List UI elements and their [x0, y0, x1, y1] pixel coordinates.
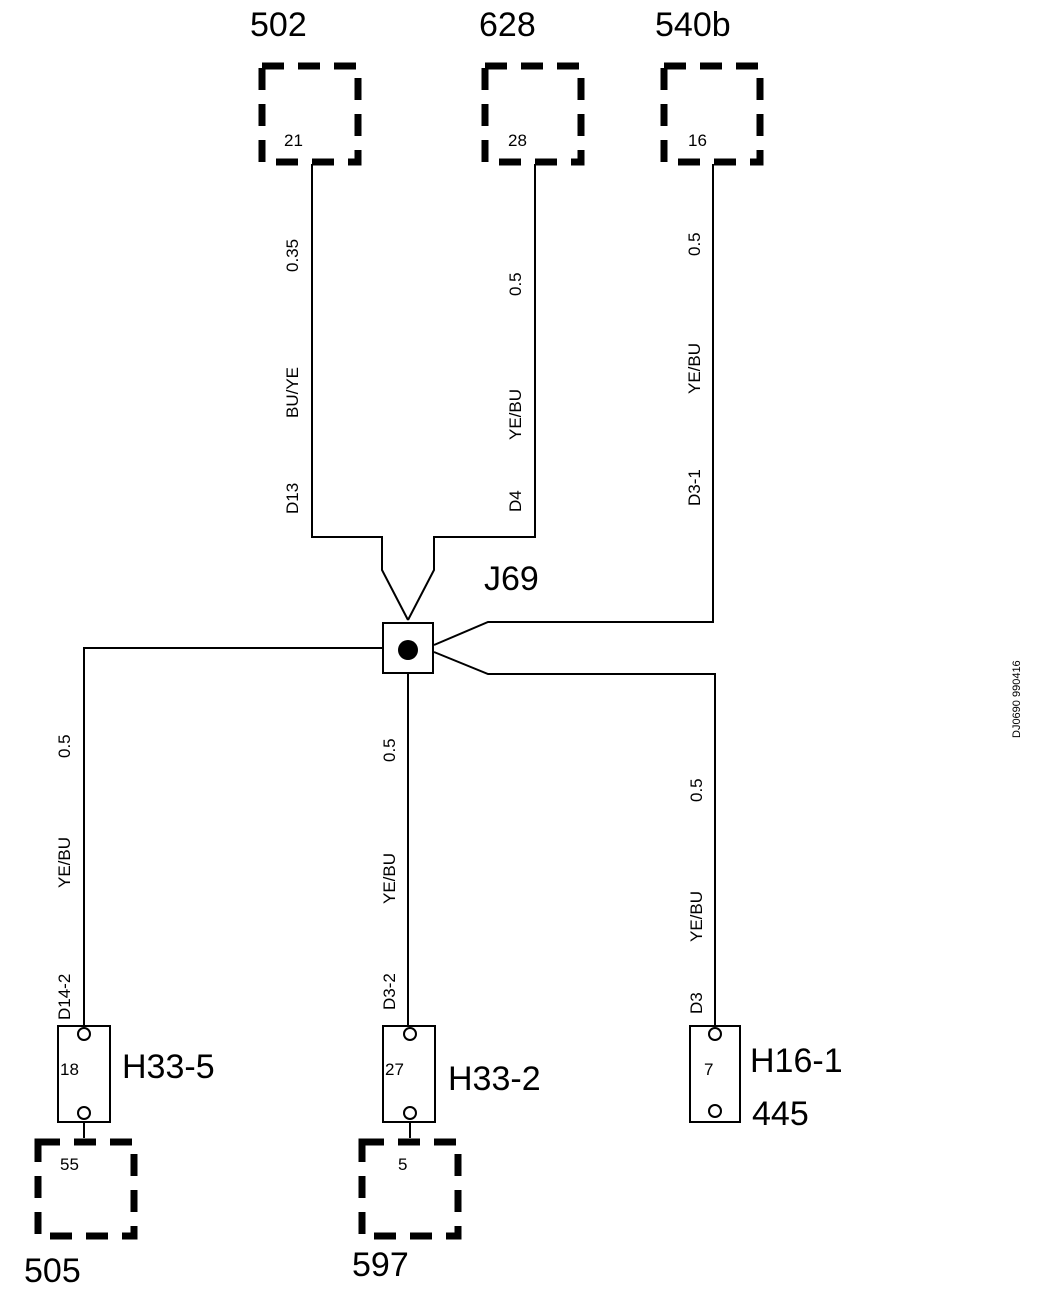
wire-labels-h33-5: 0.5 YE/BU D14-2: [55, 734, 74, 1020]
wire-labels-628: 0.5 YE/BU D4: [506, 272, 525, 512]
connector-h16-1: 7 H16-1 445: [689, 1025, 843, 1133]
connector-h33-2-pin: 27: [385, 1060, 404, 1079]
module-502-box: [258, 62, 362, 166]
connector-h33-5-pin: 18: [60, 1060, 79, 1079]
wire-h33-5: [83, 647, 408, 1030]
wires: [83, 164, 716, 1138]
wire-540b-gauge: 0.5: [685, 232, 704, 256]
wire-h33-2-id: D3-2: [380, 973, 399, 1010]
module-505-box: [34, 1138, 138, 1240]
wire-540b-id: D3-1: [685, 469, 704, 506]
module-502-label: 502: [250, 6, 307, 44]
connector-h16-1-pin-bottom: [708, 1104, 722, 1118]
wire-h33-2-color: YE/BU: [380, 853, 399, 904]
module-628: 628 28: [479, 6, 585, 166]
wire-h33-5-color: YE/BU: [55, 837, 74, 888]
wire-502-gauge: 0.35: [283, 239, 302, 272]
wire-540b: [433, 164, 714, 646]
connector-h33-5: 18 H33-5: [57, 1025, 215, 1123]
module-505-label: 505: [24, 1252, 81, 1290]
module-502-pin: 21: [284, 131, 303, 150]
connector-h33-2-label: H33-2: [448, 1060, 541, 1098]
wire-labels-h16-1: 0.5 YE/BU D3: [687, 778, 706, 1014]
wire-h16-1-color: YE/BU: [687, 891, 706, 942]
wire-502: [311, 164, 409, 621]
connector-h33-5-label: H33-5: [122, 1048, 215, 1086]
module-597-pin: 5: [398, 1155, 407, 1174]
module-628-pin: 28: [508, 131, 527, 150]
connector-h33-2-pin-top: [403, 1027, 417, 1041]
connector-h33-2: 27 H33-2: [382, 1025, 541, 1123]
wire-628-id: D4: [506, 490, 525, 512]
wire-h33-2-gauge: 0.5: [380, 738, 399, 762]
wire-540b-color: YE/BU: [685, 343, 704, 394]
wire-labels-540b: 0.5 YE/BU D3-1: [685, 232, 704, 506]
connector-h33-5-pin-top: [77, 1027, 91, 1041]
wire-h16-1-gauge: 0.5: [687, 778, 706, 802]
module-540b-box: [660, 62, 764, 166]
connector-h16-1-pin-top: [708, 1027, 722, 1041]
connector-h33-2-pin-bottom: [403, 1106, 417, 1120]
module-540b: 540b 16: [655, 6, 764, 166]
splice-dot: [398, 640, 418, 660]
wire-h16-1: [433, 651, 716, 1030]
splice-label: J69: [484, 560, 539, 598]
module-540b-pin: 16: [688, 131, 707, 150]
wire-628: [407, 164, 536, 621]
module-628-label: 628: [479, 6, 536, 44]
wire-h33-5-id: D14-2: [55, 974, 74, 1020]
connector-h33-5-pin-bottom: [77, 1106, 91, 1120]
reference-code: DJ0690 990416: [1011, 660, 1023, 738]
module-597-box: [358, 1138, 462, 1240]
splice-j69: J69: [382, 560, 539, 674]
wire-h33-5-gauge: 0.5: [55, 734, 74, 758]
module-505: 55 505: [24, 1138, 138, 1290]
wire-502-id: D13: [283, 483, 302, 514]
wire-labels-h33-2: 0.5 YE/BU D3-2: [380, 738, 399, 1010]
module-597: 5 597: [352, 1138, 462, 1284]
module-628-box: [481, 62, 585, 166]
wire-502-color: BU/YE: [283, 367, 302, 418]
wire-labels-502: 0.35 BU/YE D13: [283, 239, 302, 514]
connector-h16-1-pin: 7: [704, 1060, 713, 1079]
wire-h16-1-id: D3: [687, 992, 706, 1014]
module-505-pin: 55: [60, 1155, 79, 1174]
module-597-label: 597: [352, 1246, 409, 1284]
wire-628-gauge: 0.5: [506, 272, 525, 296]
module-540b-label: 540b: [655, 6, 731, 44]
connector-h16-1-sub: 445: [752, 1095, 809, 1133]
connector-h33-2-body: [382, 1025, 436, 1123]
connector-h16-1-label: H16-1: [750, 1042, 843, 1080]
wire-628-color: YE/BU: [506, 389, 525, 440]
module-502: 502 21: [250, 6, 362, 166]
